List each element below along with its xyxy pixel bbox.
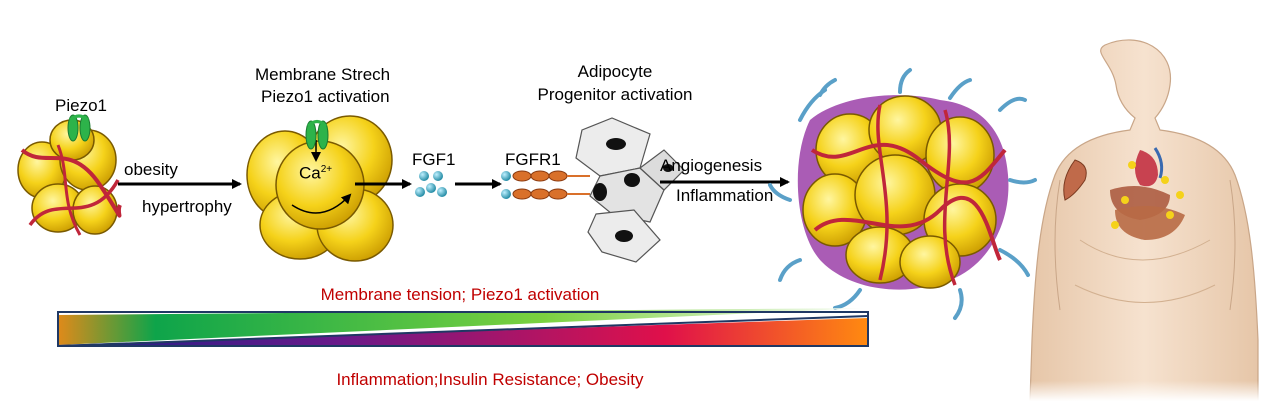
adipocyte-label: Adipocyte [577,62,653,81]
inflammation-label: Inflammation [676,186,774,205]
calcium-label: Ca2+ [299,163,333,183]
fgfr1-label: FGFR1 [505,150,561,169]
hypertrophy-label: hypertrophy [142,197,232,216]
piezo1-activation-label: Piezo1 activation [261,87,390,106]
hypertrophic-adipocyte-cluster [246,115,394,262]
progenitor-activation-label: Progenitor activation [537,85,693,104]
membrane-tension-label: Membrane tension; Piezo1 activation [320,285,600,304]
membrane-strech-label: Membrane Strech [255,65,391,84]
fgf1-molecules [415,171,447,197]
inflamed-adipose-tissue [768,68,1037,320]
piezo1-channel-icon [67,114,91,142]
inflammation-insulin-resistance-label: Inflammation;Insulin Resistance; Obesity [336,370,644,389]
obese-body-illustration [1020,39,1265,401]
gradient-bar [57,308,869,347]
piezo1-activated-icon [305,120,329,150]
angiogenesis-label: Angiogenesis [660,156,763,175]
fgf1-label: FGF1 [412,150,456,169]
fgfr1-receptors [501,170,590,200]
progenitor-cells [575,117,685,263]
membrane-tension-wedge [58,308,868,345]
piezo1-label: Piezo1 [55,96,107,115]
obesity-label: obesity [124,160,178,179]
